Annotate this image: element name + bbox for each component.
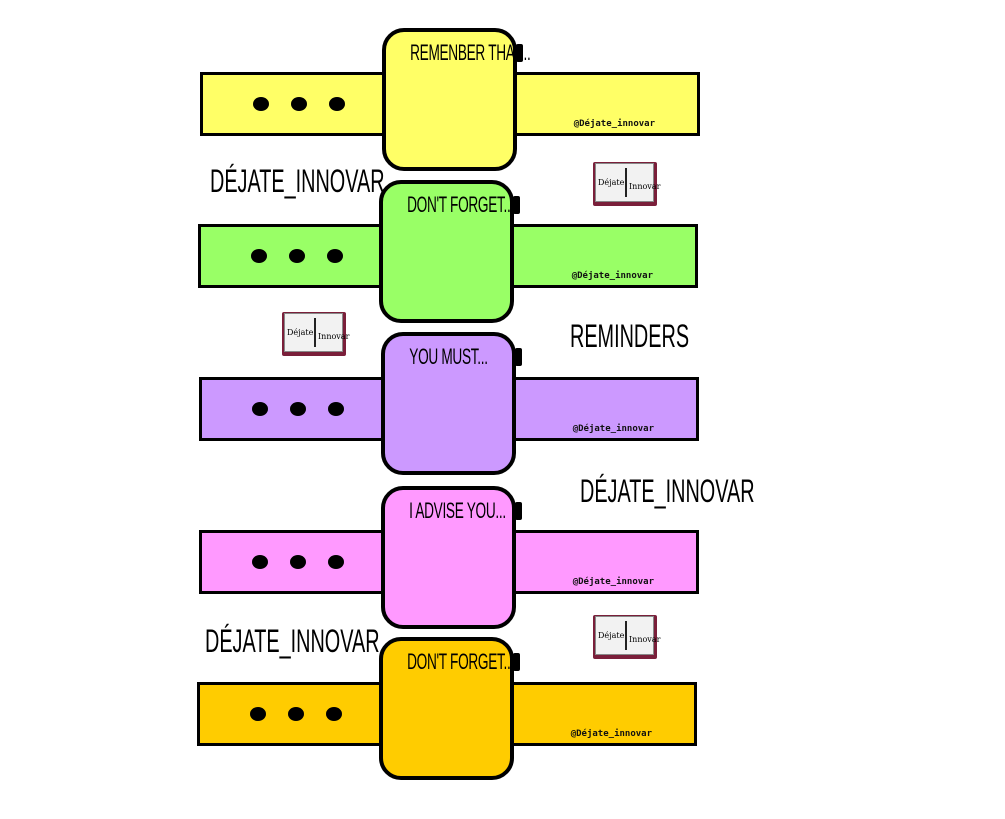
strap-hole — [328, 555, 344, 569]
watch-button — [513, 653, 520, 671]
label-brand1: DÉJATE_INNOVAR — [210, 163, 385, 199]
watch-face: DON'T FORGET... — [379, 180, 520, 323]
watch-title: YOU MUST... — [409, 344, 488, 369]
brand-logo: Déjate Innovar — [593, 162, 661, 206]
strap-hole — [289, 249, 305, 263]
strap-hole — [252, 402, 268, 416]
strap-hole — [328, 402, 344, 416]
watch-face: DON'T FORGET... — [379, 637, 520, 780]
strap-hole — [327, 249, 343, 263]
handle-text: @Déjate_innovar — [571, 271, 653, 281]
watch-button — [515, 348, 522, 366]
label-brand2: DÉJATE_INNOVAR — [580, 473, 755, 509]
watch-face: REMENBER THAT... — [382, 28, 531, 171]
watch-title: I ADVISE YOU... — [409, 498, 506, 523]
strap-hole — [253, 97, 269, 111]
logo-text-left: Déjate — [598, 178, 625, 187]
strap-hole — [291, 97, 307, 111]
handle-text: @Déjate_innovar — [570, 729, 652, 739]
logo-text-right: Innovar — [318, 332, 350, 341]
watch-face: YOU MUST... — [381, 332, 522, 475]
handle-text: @Déjate_innovar — [572, 424, 654, 434]
label-brand3: DÉJATE_INNOVAR — [205, 623, 380, 659]
strap-hole — [290, 402, 306, 416]
label-reminders: REMINDERS — [570, 318, 690, 354]
watch-title: DON'T FORGET... — [407, 649, 514, 674]
logo-text-left: Déjate — [287, 328, 314, 337]
logo-text-right: Innovar — [629, 182, 661, 191]
brand-logo: Déjate Innovar — [593, 615, 661, 659]
watch-button — [515, 502, 522, 520]
strap-hole — [290, 555, 306, 569]
watch-button — [516, 44, 523, 62]
brand-logo: Déjate Innovar — [282, 312, 350, 356]
watch-title: DON'T FORGET... — [407, 192, 514, 217]
watch-button — [513, 196, 520, 214]
handle-text: @Déjate_innovar — [572, 577, 654, 587]
strap-hole — [252, 555, 268, 569]
logo-text-right: Innovar — [629, 635, 661, 644]
strap-hole — [329, 97, 345, 111]
watch-face: I ADVISE YOU... — [381, 486, 522, 629]
strap-hole — [251, 249, 267, 263]
strap-hole — [250, 707, 266, 721]
strap-hole — [326, 707, 342, 721]
logo-text-left: Déjate — [598, 631, 625, 640]
strap-hole — [288, 707, 304, 721]
handle-text: @Déjate_innovar — [573, 119, 655, 129]
watch-title: REMENBER THAT... — [410, 40, 531, 65]
